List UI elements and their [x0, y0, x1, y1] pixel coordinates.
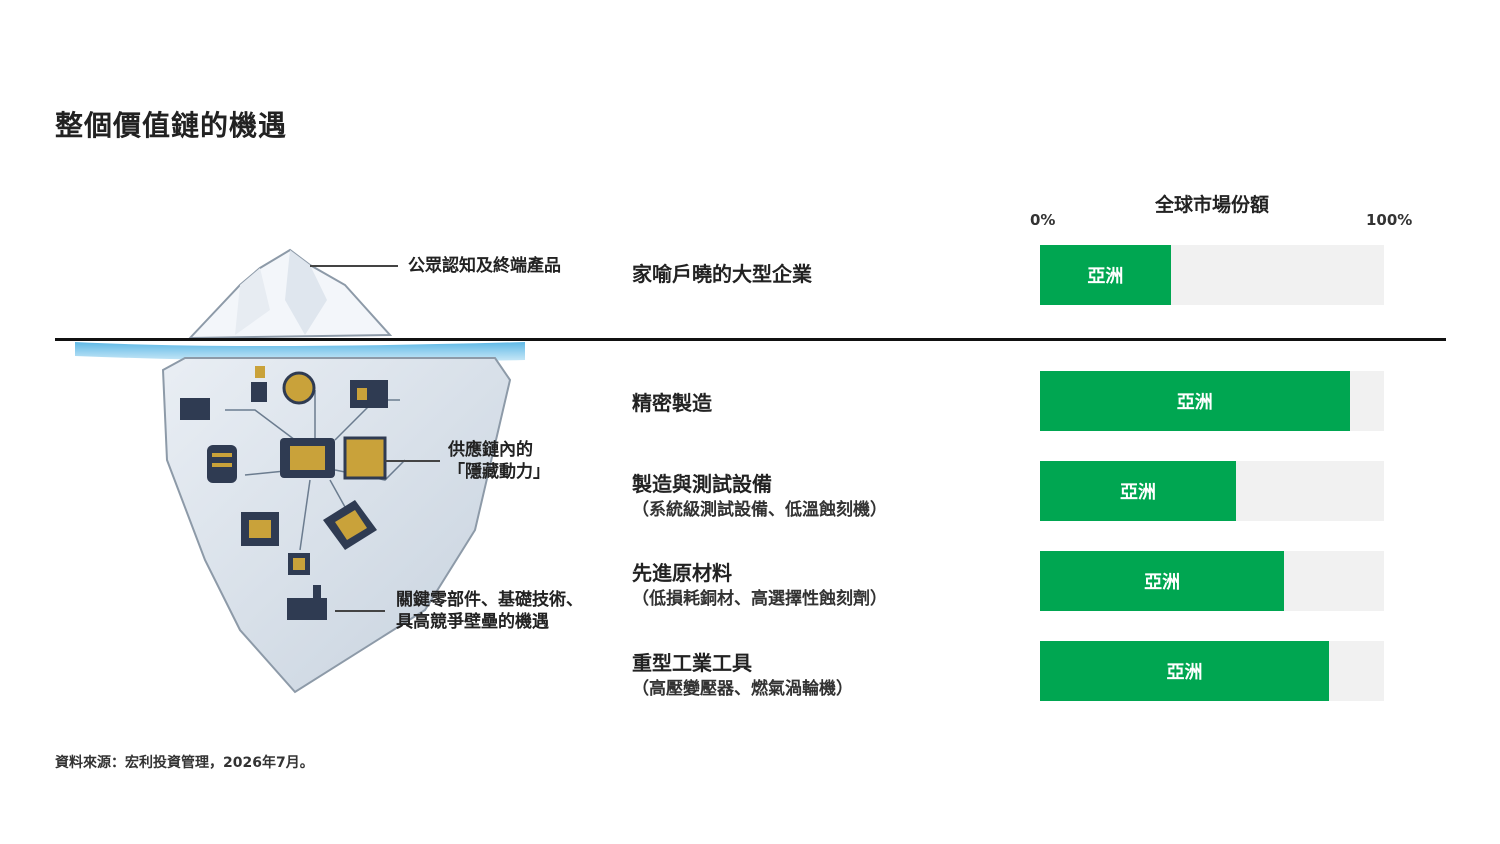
callout-line-tip — [310, 265, 398, 267]
bar-2: 亞洲 — [1040, 461, 1237, 521]
bar-track-4: 亞洲 — [1040, 641, 1384, 701]
callout-bottom: 關鍵零部件、基礎技術、 具高競爭壁壘的機遇 — [396, 589, 583, 633]
category-sublabel-3: （低損耗銅材、高選擇性蝕刻劑） — [632, 589, 887, 609]
bar-label-4: 亞洲 — [1166, 662, 1203, 683]
callout-tip: 公眾認知及終端產品 — [408, 256, 561, 276]
callout-line-middle — [385, 460, 440, 462]
bar-label-0: 亞洲 — [1087, 266, 1124, 287]
bar-0: 亞洲 — [1040, 245, 1171, 305]
iceberg-illustration — [75, 248, 525, 694]
page-title: 整個價值鏈的機遇 — [55, 109, 288, 142]
category-sublabel-4: （高壓變壓器、燃氣渦輪機） — [632, 679, 853, 699]
category-label-1: 精密製造 — [632, 391, 712, 415]
bar-label-3: 亞洲 — [1144, 572, 1181, 593]
callout-middle: 供應鏈內的 「隱藏動力」 — [448, 439, 550, 483]
source-note: 資料來源：宏利投資管理，2026年7月。 — [55, 755, 314, 771]
bar-1: 亞洲 — [1040, 371, 1350, 431]
callout-bottom-line1: 關鍵零部件、基礎技術、 — [396, 590, 583, 610]
waterline-divider — [55, 338, 1446, 341]
bar-3: 亞洲 — [1040, 551, 1285, 611]
callout-middle-line2: 「隱藏動力」 — [448, 462, 550, 482]
bar-label-2: 亞洲 — [1120, 482, 1157, 503]
x-tick-label-100: 100% — [1366, 211, 1413, 229]
chart-title: 全球市場份額 — [1154, 194, 1269, 216]
bar-4: 亞洲 — [1040, 641, 1329, 701]
bar-track-3: 亞洲 — [1040, 551, 1384, 611]
bar-track-2: 亞洲 — [1040, 461, 1384, 521]
bar-track-0: 亞洲 — [1040, 245, 1384, 305]
category-label-4: 重型工業工具 — [632, 651, 752, 675]
callout-middle-line1: 供應鏈內的 — [448, 440, 533, 460]
bar-track-1: 亞洲 — [1040, 371, 1384, 431]
callout-line-bottom — [335, 610, 385, 612]
bar-label-1: 亞洲 — [1176, 392, 1213, 413]
category-label-0: 家喻戶曉的大型企業 — [632, 262, 812, 286]
category-sublabel-2: （系統級測試設備、低溫蝕刻機） — [632, 500, 887, 520]
x-tick-label-0: 0% — [1030, 211, 1056, 229]
category-label-2: 製造與測試設備 — [632, 472, 772, 496]
category-label-3: 先進原材料 — [632, 561, 732, 585]
callout-bottom-line2: 具高競爭壁壘的機遇 — [396, 612, 549, 632]
